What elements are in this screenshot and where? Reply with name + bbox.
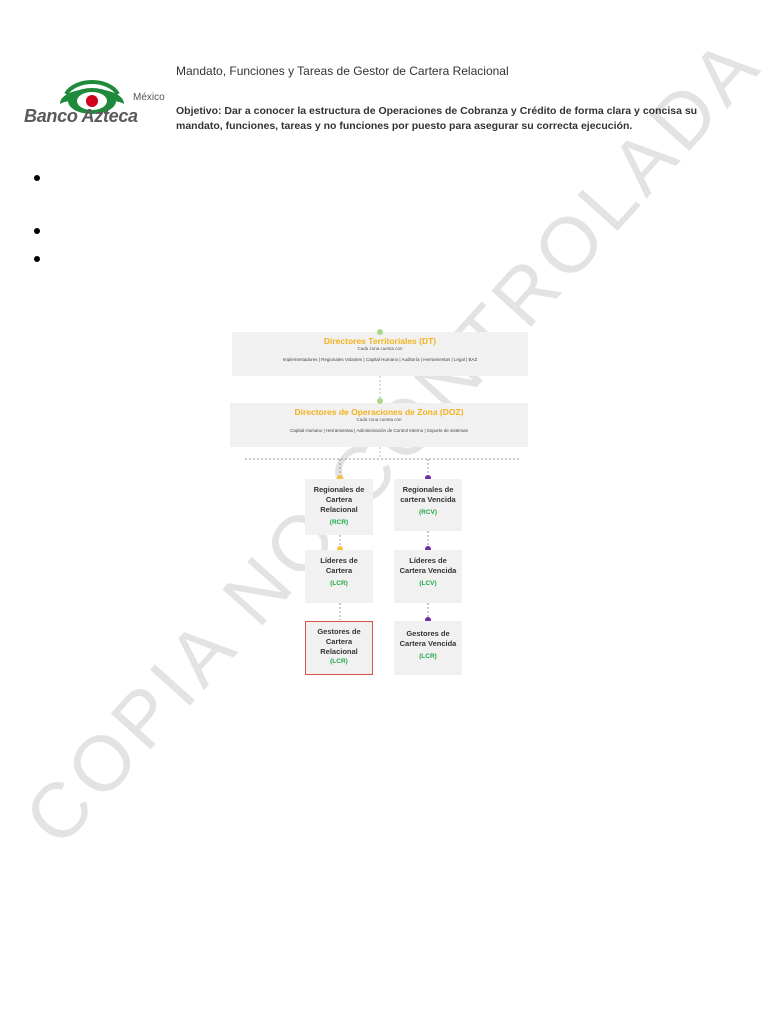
connector-dot xyxy=(425,475,431,481)
org-box-abbr: (LCR) xyxy=(330,580,348,587)
org-box-subtitle: Cada zona cuenta con xyxy=(356,417,402,422)
connector-dot xyxy=(337,546,343,552)
objective-text: Objetivo: Dar a conocer la estructura de… xyxy=(176,105,698,132)
org-box-rcv: Regionales de cartera Vencida (RCV) xyxy=(394,479,462,531)
org-box-title: Regionales de Cartera Relacional xyxy=(313,485,365,514)
connector-dot xyxy=(425,546,431,552)
org-box-rcr: Regionales de Cartera Relacional (RCR) xyxy=(305,479,373,535)
org-box-title: Regionales de cartera Vencida xyxy=(400,485,456,504)
org-box-list: Capital Humano | Herramientas | Administ… xyxy=(290,428,468,433)
connector-dot xyxy=(337,475,343,481)
org-box-title: Gestores de Cartera Relacional xyxy=(317,627,361,656)
org-box-abbr: (RCR) xyxy=(329,519,349,526)
org-box-lcr: Líderes de Cartera (LCR) xyxy=(305,550,373,603)
org-box-title: Gestores de Cartera Vencida xyxy=(399,629,457,648)
logo-country: México xyxy=(133,92,165,103)
org-box-subtitle: Cada zona cuenta con xyxy=(357,346,403,351)
connector-dot xyxy=(377,398,383,404)
org-box-title: Directores Territoriales (DT) xyxy=(323,336,437,346)
logo-mark-icon xyxy=(60,80,124,114)
bank-logo: México Banco Azteca xyxy=(24,68,174,132)
bullet-point xyxy=(34,175,40,181)
org-box-title: Líderes de Cartera Vencida xyxy=(399,556,457,575)
org-box-title: Líderes de Cartera xyxy=(320,556,358,575)
document-title: Mandato, Funciones y Tareas de Gestor de… xyxy=(176,64,509,78)
org-box-abbr: (LCR) xyxy=(419,653,437,660)
connector-dot xyxy=(425,617,431,623)
org-box-abbr: (RCV) xyxy=(418,509,438,516)
org-box-gestor-relacional: Gestores de Cartera Relacional (LCR) xyxy=(305,621,373,675)
bullet-point xyxy=(34,228,40,234)
org-box-abbr: (LCR) xyxy=(330,658,348,665)
org-box-lcv: Líderes de Cartera Vencida (LCV) xyxy=(394,550,462,603)
org-box-dt: Directores Territoriales (DT) Cada zona … xyxy=(232,332,528,376)
bullet-point xyxy=(34,256,40,262)
org-box-abbr: (LCV) xyxy=(419,580,437,587)
org-box-list: Implementadores | Regionales Volantes | … xyxy=(282,357,478,362)
logo-name: Banco Azteca xyxy=(24,106,138,126)
org-box-gestor-vencida: Gestores de Cartera Vencida (LCR) xyxy=(394,621,462,675)
org-box-doz: Directores de Operaciones de Zona (DOZ) … xyxy=(230,403,528,447)
org-box-title: Directores de Operaciones de Zona (DOZ) xyxy=(294,407,464,417)
connector-dot xyxy=(377,329,383,335)
